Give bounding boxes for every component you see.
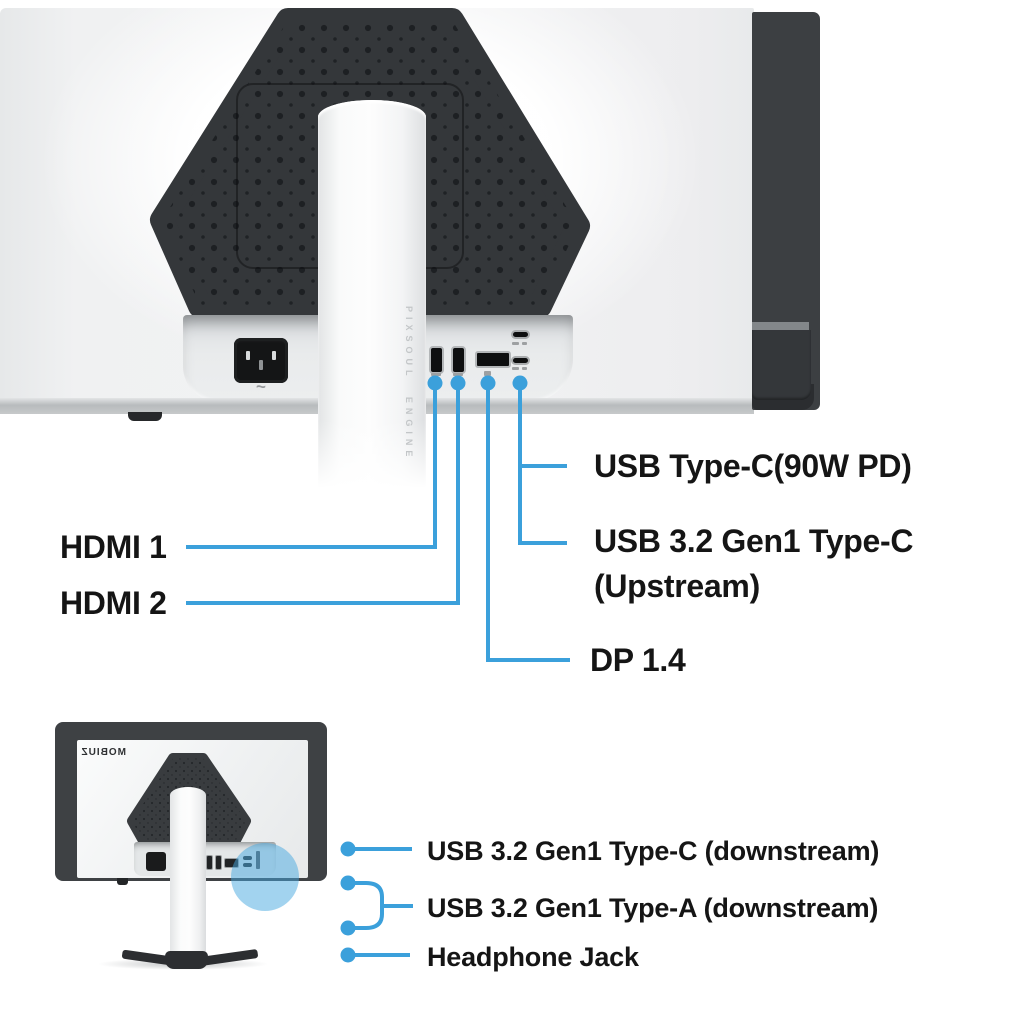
stand-engraving-text: PIXSOUL ENGINE bbox=[404, 306, 414, 462]
power-pin-right bbox=[272, 351, 276, 360]
displayport-port bbox=[475, 351, 511, 368]
hdmi-port-2 bbox=[451, 346, 466, 374]
usb-upstream-icon bbox=[512, 367, 519, 370]
label-usb-type-c-pd: USB Type-C(90W PD) bbox=[594, 448, 912, 484]
label-usb-upstream-line1: USB 3.2 Gen1 Type-C bbox=[594, 523, 914, 559]
stand-column-small bbox=[170, 787, 206, 955]
callout-bracket-usba bbox=[348, 881, 384, 930]
callout-dot-headphone bbox=[340, 947, 356, 963]
ac-symbol: ~ bbox=[256, 377, 266, 396]
label-headphone-jack: Headphone Jack bbox=[427, 942, 639, 972]
hdmi-port-1 bbox=[429, 346, 444, 374]
label-hdmi2: HDMI 2 bbox=[60, 585, 167, 621]
power-pin-left bbox=[246, 351, 250, 360]
side-ports-highlight-circle bbox=[231, 843, 299, 911]
side-seam bbox=[752, 322, 809, 330]
side-lower-block bbox=[752, 330, 811, 400]
stand-base-cap bbox=[165, 951, 208, 969]
callout-line-dp bbox=[486, 383, 570, 662]
label-usb-upstream-line2: (Upstream) bbox=[594, 568, 760, 604]
power-inlet-port bbox=[234, 338, 288, 383]
monitor-side-edge bbox=[752, 12, 820, 410]
label-dp: DP 1.4 bbox=[590, 642, 686, 678]
power-inlet-small bbox=[146, 852, 166, 871]
bottom-notch-small bbox=[117, 878, 128, 885]
usb-c-upstream-port bbox=[511, 356, 530, 365]
bottom-notch bbox=[128, 412, 162, 421]
hdmi2-icon bbox=[453, 373, 463, 376]
label-usb-a-downstream: USB 3.2 Gen1 Type-A (downstream) bbox=[427, 893, 879, 923]
usb-c-pd-icon bbox=[512, 342, 519, 345]
label-usb-c-downstream: USB 3.2 Gen1 Type-C (downstream) bbox=[427, 836, 880, 866]
power-pin-center bbox=[259, 360, 263, 370]
callout-dot-usbc-downstream bbox=[340, 841, 356, 857]
usb-upstream-icon2 bbox=[522, 367, 527, 370]
hdmi-port-small-1 bbox=[206, 855, 213, 870]
hdmi-port-small-2 bbox=[215, 855, 222, 870]
usb-c-pd-port bbox=[511, 330, 530, 339]
callout-dot-usba-1 bbox=[340, 875, 356, 891]
dp-icon bbox=[484, 371, 491, 376]
label-usb-upstream: USB 3.2 Gen1 Type-C (Upstream) bbox=[594, 519, 913, 609]
hdmi1-icon bbox=[431, 373, 441, 376]
callout-dot-usba-2 bbox=[340, 920, 356, 936]
label-hdmi1: HDMI 1 bbox=[60, 529, 167, 565]
usb-c-pd-icon2 bbox=[522, 342, 527, 345]
